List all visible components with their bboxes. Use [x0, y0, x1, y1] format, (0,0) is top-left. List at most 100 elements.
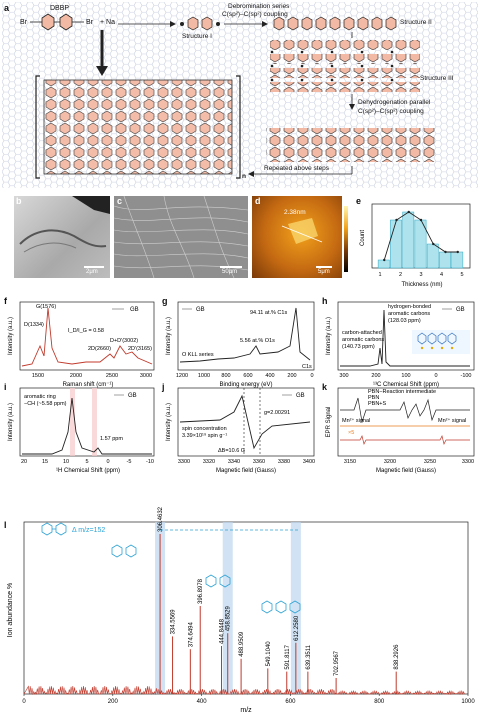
panel-f-2d-peak: 2D(2660) [88, 346, 111, 352]
br-left-label: Br [20, 19, 27, 26]
panel-i-legend: GB [128, 393, 137, 399]
panel-i-xtick-7: -10 [146, 459, 154, 465]
panel-l-highlight-2 [222, 522, 233, 694]
panel-l-peak-label-2: 334.5569 [171, 609, 177, 635]
panel-d-label: d [255, 196, 261, 206]
n-subscript: n [242, 173, 246, 180]
panel-l-peak-label-5: 444.8448 [220, 618, 226, 644]
panel-e-y-label: Count [360, 230, 366, 246]
panel-k-mn-signal-right: Mn²⁺ signal [438, 417, 466, 424]
panel-k-mn-signal-left: Mn²⁺ signal [342, 417, 370, 424]
panel-g-xtick-3: 800 [221, 373, 230, 379]
dehydrogenation-coupling-label: C(sp²)–C(sp²) coupling [358, 108, 424, 115]
panel-i-xtick-2: 15 [42, 459, 48, 465]
panel-f-label: f [4, 296, 7, 306]
panel-d-afm-image [252, 196, 342, 278]
panel-i-xtick-3: 10 [63, 459, 69, 465]
panel-k-xtick-4: 3300 [462, 459, 474, 465]
panel-l-x-label: m/z [240, 707, 252, 714]
panel-l-xtick-3: 400 [197, 699, 208, 705]
panel-i-spectrum-line [22, 397, 152, 455]
panel-l-mass-spectrum: 306.4632334.5569374.6494396.8978444.8448… [7, 506, 475, 714]
panel-k-y-label: EPR Signal [326, 407, 332, 438]
panel-l-label: l [4, 520, 7, 530]
panel-e-bar-3 [402, 211, 415, 269]
panel-j-spectrum-line [179, 394, 311, 450]
panel-e-bar-6 [439, 251, 451, 269]
dbbp-label: DBBP [50, 5, 70, 12]
panel-f-2dprime-peak: 2D'(3165) [128, 346, 152, 352]
panel-j-xtick-1: 3300 [178, 459, 190, 465]
panel-j-xtick-6: 3400 [303, 459, 315, 465]
panel-l-xtick-1: 0 [22, 699, 26, 705]
panel-h-spectrum-line [340, 309, 470, 367]
panel-c-sem-image [113, 195, 249, 279]
panel-l-xtick-5: 800 [374, 699, 385, 705]
panel-j-y-label: Intensity (a.u.) [166, 403, 172, 441]
panel-k-series-pbn-reaction [340, 397, 470, 423]
panel-k-legend-3: PBN+S [368, 401, 387, 407]
panel-j-xtick-2: 3320 [203, 459, 215, 465]
panel-d-color-scale [344, 206, 348, 272]
panel-d-scale-text: 5μm [318, 269, 330, 275]
biphenyl-molecule-icon [41, 522, 67, 536]
panel-l-peak-label-6: 458.8529 [226, 606, 232, 632]
panel-a-label: a [4, 3, 10, 13]
panel-h-annot-6: (140.73 ppm) [342, 344, 375, 350]
panel-i-annot-2: −CH (~5.58 ppm) [24, 401, 67, 407]
panel-h-nmr-chart: hydrogen-bonded aromatic carbons (128.03… [326, 301, 475, 388]
panel-g-x-label: Binding energy (eV) [219, 382, 272, 388]
panel-h-xtick-4: 0 [434, 373, 437, 379]
panel-l-noise-trace [23, 685, 465, 696]
panel-b-sem-image [14, 196, 110, 278]
panel-l-peak-label-11: 639.3511 [306, 644, 312, 669]
panel-k-x-label: Magnetic field (Gauss) [376, 468, 436, 474]
panel-i-x-label: ¹H Chemical Shift (ppm) [56, 468, 120, 474]
structure-one-label: Structure I [182, 33, 212, 40]
panel-l-peak-label-7: 488.9509 [239, 631, 245, 657]
panel-g-c1s-percent: 94.11 at.% C1s [250, 310, 287, 316]
panel-h-legend: GB [456, 307, 465, 313]
panel-f-g-peak: G(1576) [36, 304, 56, 310]
panel-g-c1s-peak: C1s [302, 364, 312, 370]
panel-i-xtick-4: 5 [85, 459, 88, 465]
panel-i-xtick-1: 20 [21, 459, 27, 465]
panel-h-label: h [322, 296, 328, 306]
repeated-steps-label: Repeated above steps [264, 165, 330, 172]
panel-j-g-value: g=2.00291 [264, 410, 290, 416]
panel-d-scale-bar [316, 266, 332, 268]
panel-l-plot-frame [23, 521, 469, 695]
panel-h-annot-4: carbon-attached [342, 330, 382, 336]
panel-f-spectrum-line [21, 307, 153, 367]
panel-e-bar-2 [390, 219, 402, 269]
panel-e-bar-7 [451, 251, 464, 269]
debromination-coupling-label: C(sp²)–C(sp²) coupling [222, 11, 288, 18]
panel-l-highlight-3 [290, 522, 301, 694]
panel-g-xtick-2: 1000 [198, 373, 210, 379]
panel-j-epr-chart: g=2.00291 spin concentration 3.39×10¹⁹ s… [166, 387, 315, 474]
panel-f-legend: GB [130, 307, 139, 313]
structure-two-label: Structure II [400, 19, 432, 26]
panel-a: a DBBP Br Br + Na Debromination series C… [2, 2, 478, 188]
panel-j-xtick-3: 3340 [228, 459, 240, 465]
panel-l-xtick-4: 600 [285, 699, 296, 705]
panel-g-xps-chart: 94.11 at.% C1s 5.56 at.% O1s O KLL serie… [166, 301, 315, 388]
panel-e-bar-5 [426, 243, 439, 269]
panel-j-x-label: Magnetic field (Gauss) [216, 468, 276, 474]
panel-g-xtick-1: 1200 [176, 373, 188, 379]
structure-one-chain [180, 16, 220, 31]
oligomer-n3-icon [205, 574, 231, 588]
panel-l-peak-label-13: 838.2926 [394, 644, 400, 670]
panel-f-xtick-3: 2500 [106, 373, 118, 379]
panel-f-xtick-2: 2000 [70, 373, 82, 379]
panel-f-xtick-4: 3000 [140, 373, 152, 379]
panel-j-xtick-4: 3360 [253, 459, 265, 465]
panel-h-annot-3: (128.03 ppm) [388, 318, 421, 324]
panel-f-y-label: Intensity (a.u.) [8, 317, 14, 355]
panel-k-legend-1: PBN−Reaction intermediate [368, 389, 436, 395]
panel-h-xtick-5: -100 [460, 373, 471, 379]
panel-h-x-label: ¹³C Chemical Shift (ppm) [373, 382, 439, 388]
panel-k-legend-2: PBN [368, 395, 379, 401]
structure-three-label: Structure III [420, 75, 454, 82]
br-right-label: Br [86, 19, 93, 26]
